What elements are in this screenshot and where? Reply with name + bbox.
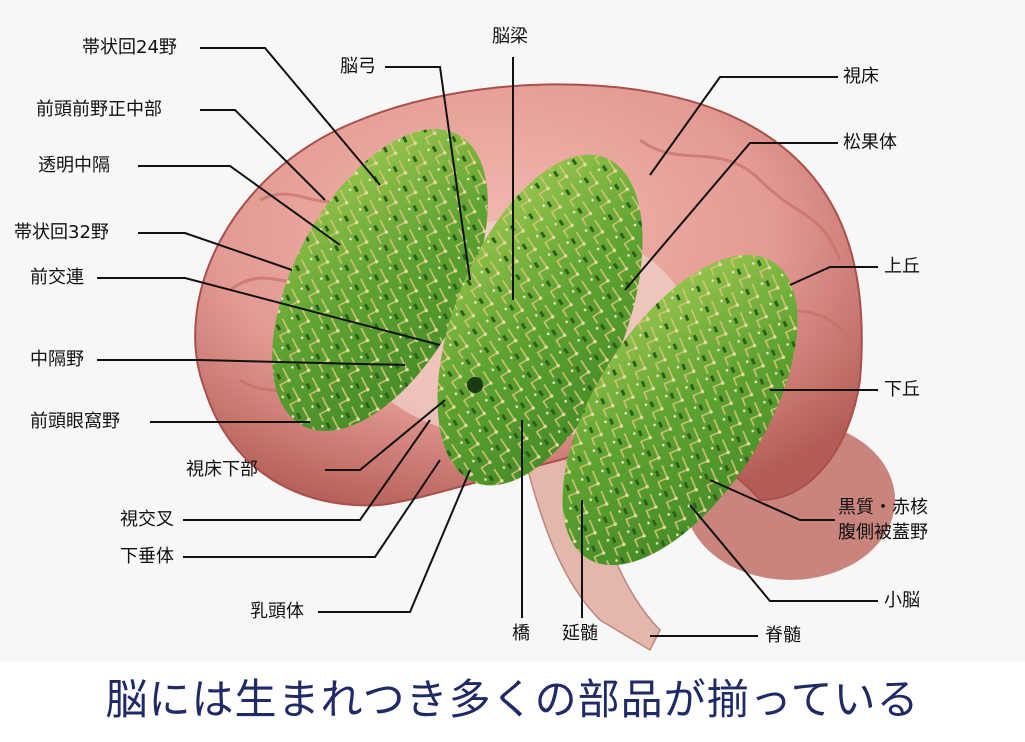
caption: 脳には生まれつき多くの部品が揃っている — [0, 662, 1025, 742]
label-spinal-cord: 脊髄 — [765, 625, 801, 646]
circuit-board-back — [562, 254, 798, 566]
label-substantia-nigra: 黒質・赤核 — [838, 497, 928, 518]
label-mammillary-body: 乳頭体 — [250, 601, 304, 622]
diagram-area: 帯状回24野 前頭前野正中部 透明中隔 帯状回32野 前交連 中隔野 前頭眼窩野… — [14, 26, 928, 652]
label-fornix: 脳弓 — [340, 56, 376, 77]
circuit-board-front — [272, 128, 488, 432]
leader-lines — [97, 47, 878, 637]
label-orbitofrontal: 前頭眼窩野 — [30, 411, 120, 432]
label-cerebellum: 小脳 — [884, 590, 920, 611]
brain-illustration — [97, 47, 895, 652]
label-cingulate-32: 帯状回32野 — [14, 222, 109, 243]
label-medial-prefrontal: 前頭前野正中部 — [36, 99, 162, 120]
label-pituitary: 下垂体 — [120, 546, 174, 567]
label-anterior-commissure: 前交連 — [30, 267, 84, 288]
label-ventral-tegmental: 腹側被蓋野 — [838, 522, 928, 543]
label-hypothalamus: 視床下部 — [186, 459, 258, 480]
label-inferior-colliculus: 下丘 — [884, 379, 920, 400]
label-pineal-body: 松果体 — [843, 132, 897, 153]
label-corpus-callosum: 脳梁 — [492, 26, 528, 47]
label-septal-area: 中隔野 — [30, 349, 84, 370]
label-thalamus: 視床 — [843, 66, 879, 87]
label-pons: 橋 — [512, 623, 530, 644]
label-septum-pellucidum: 透明中隔 — [38, 155, 110, 176]
label-superior-colliculus: 上丘 — [884, 256, 920, 277]
label-medulla: 延髄 — [562, 623, 598, 644]
label-optic-chiasm: 視交叉 — [120, 509, 174, 530]
label-cingulate-24: 帯状回24野 — [82, 37, 177, 58]
